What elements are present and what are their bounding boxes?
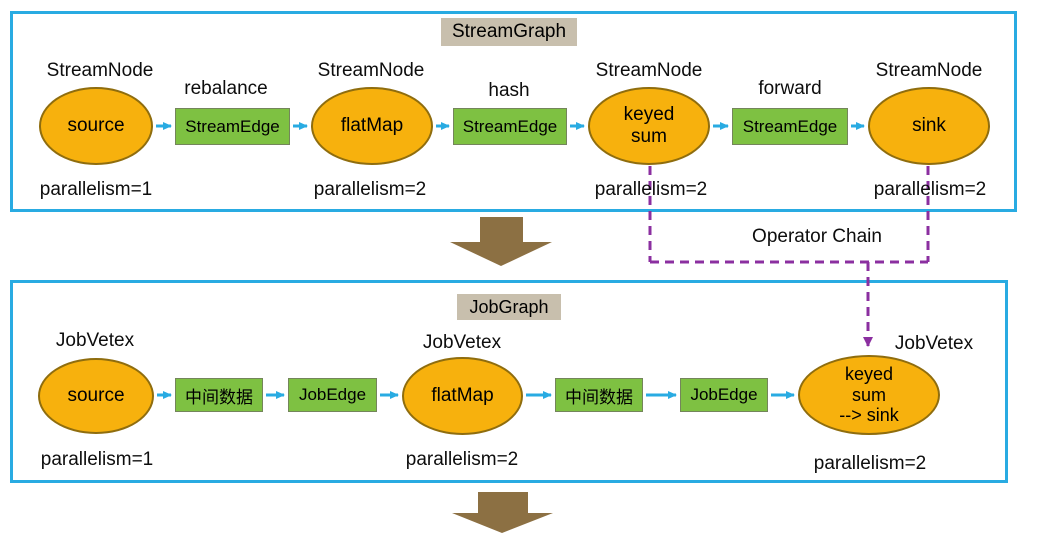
- parallelism-label-job-flatmap: parallelism=2: [405, 449, 519, 470]
- stream-node-sink-label: sink: [912, 115, 946, 137]
- parallelism-label-flatmap: parallelism=2: [313, 179, 427, 200]
- stream-edge-box-2: StreamEdge: [453, 108, 567, 145]
- stream-graph-title: StreamGraph: [441, 18, 577, 46]
- job-vertex-keyed-sum-sink: keyed sum --> sink: [798, 355, 940, 435]
- transform-arrow-top: [450, 217, 552, 266]
- parallelism-label-job-source: parallelism=1: [40, 449, 154, 470]
- job-vertex-type-label-2: JobVetex: [422, 332, 502, 353]
- stream-node-type-label-1: StreamNode: [46, 60, 154, 81]
- stream-graph-box: [10, 11, 1017, 212]
- job-edge-box-1: JobEdge: [288, 378, 377, 412]
- transform-arrow-bottom: [452, 492, 553, 533]
- job-edge-box-2: JobEdge: [680, 378, 768, 412]
- parallelism-label-sink: parallelism=2: [873, 179, 987, 200]
- job-intermediate-data-box-1: 中间数据: [175, 378, 263, 412]
- parallelism-label-job-keyedsumsink: parallelism=2: [813, 453, 927, 474]
- stream-node-type-label-3: StreamNode: [595, 60, 703, 81]
- partition-label-rebalance: rebalance: [184, 78, 268, 99]
- stream-node-type-label-4: StreamNode: [875, 60, 983, 81]
- stream-node-source: source: [39, 87, 153, 165]
- stream-node-flatmap: flatMap: [311, 87, 433, 165]
- parallelism-label-keyedsum: parallelism=2: [594, 179, 708, 200]
- stream-node-flatmap-label: flatMap: [340, 115, 404, 137]
- parallelism-label-source: parallelism=1: [39, 179, 153, 200]
- stream-node-type-label-2: StreamNode: [317, 60, 425, 81]
- job-vertex-source-label: source: [67, 385, 125, 407]
- job-graph-box: [10, 280, 1008, 483]
- job-vertex-flatmap-label: flatMap: [431, 385, 494, 407]
- stream-node-keyed-sum-label: keyed sum: [623, 104, 675, 147]
- job-vertex-keyed-sum-sink-label: keyed sum --> sink: [839, 363, 899, 426]
- operator-chain-label: Operator Chain: [752, 226, 882, 247]
- job-intermediate-data-box-2: 中间数据: [555, 378, 643, 412]
- job-graph-title: JobGraph: [457, 294, 561, 320]
- stream-edge-box-1: StreamEdge: [175, 108, 290, 145]
- job-vertex-type-label-3: JobVetex: [894, 333, 974, 354]
- stream-node-source-label: source: [67, 115, 125, 137]
- job-vertex-source: source: [38, 358, 154, 434]
- stream-edge-box-3: StreamEdge: [732, 108, 848, 145]
- job-vertex-flatmap: flatMap: [402, 357, 523, 435]
- partition-label-forward: forward: [758, 78, 822, 99]
- stream-node-keyed-sum: keyed sum: [588, 87, 710, 165]
- stream-node-sink: sink: [868, 87, 990, 165]
- partition-label-hash: hash: [488, 80, 530, 101]
- job-vertex-type-label-1: JobVetex: [55, 330, 135, 351]
